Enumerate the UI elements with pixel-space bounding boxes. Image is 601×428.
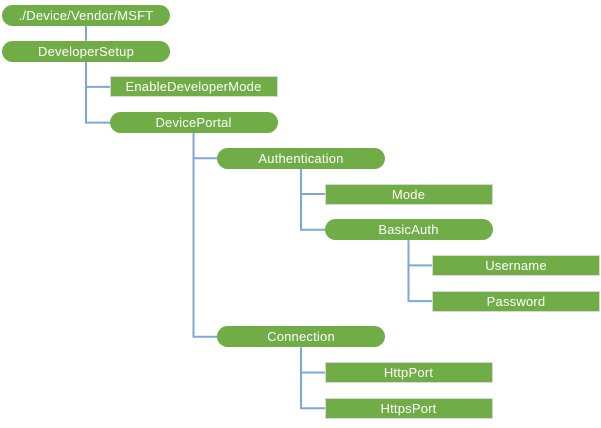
connector-basicauth-to-password bbox=[407, 240, 434, 303]
connector-basicauth-to-username bbox=[407, 240, 434, 267]
tree-node-deviceportal: DevicePortal bbox=[109, 112, 278, 134]
tree-node-enabledevelopermode: EnableDeveloperMode bbox=[109, 76, 278, 98]
tree-node-mode: Mode bbox=[324, 183, 493, 205]
tree-node-developersetup: DeveloperSetup bbox=[2, 40, 170, 62]
tree-node-username: Username bbox=[432, 254, 600, 276]
tree-node-connection: Connection bbox=[217, 326, 385, 348]
connector-deviceportal-to-connection bbox=[192, 133, 219, 338]
connector-deviceportal-to-authentication bbox=[192, 133, 219, 160]
connector-connection-to-httpport bbox=[300, 347, 327, 374]
tree-node-password: Password bbox=[432, 290, 600, 312]
connector-developersetup-to-deviceportal bbox=[85, 61, 112, 124]
connector-authentication-to-basicauth bbox=[300, 168, 327, 231]
tree-node-authentication: Authentication bbox=[217, 147, 385, 169]
tree-node-httpsport: HttpsPort bbox=[324, 397, 493, 419]
connector-connection-to-httpsport bbox=[300, 347, 327, 410]
connector-developersetup-to-enabledevelopermode bbox=[85, 61, 112, 88]
tree-node-httpport: HttpPort bbox=[324, 362, 493, 383]
tree-node-basicauth: BasicAuth bbox=[324, 219, 493, 241]
connector-authentication-to-mode bbox=[300, 168, 327, 195]
tree-node-root: ./Device/Vendor/MSFT bbox=[2, 5, 170, 26]
